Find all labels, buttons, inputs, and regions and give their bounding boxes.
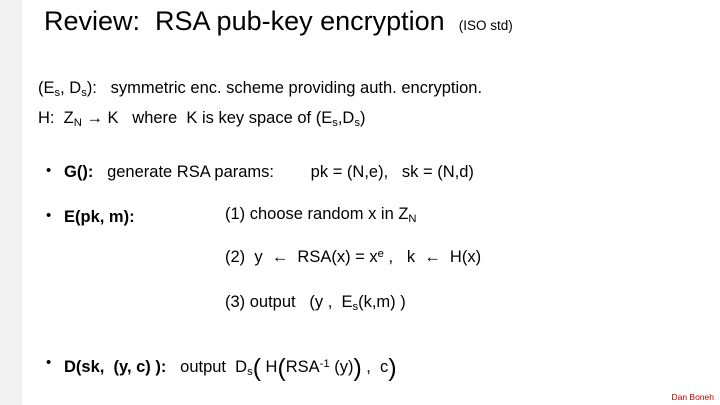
bullet-encrypt: E(pk, m): <box>38 204 135 229</box>
title-note: (ISO std) <box>458 18 513 33</box>
encrypt-step2-sup: e <box>377 248 384 260</box>
encrypt-step-3: (3) output (y , Es(k,m) ) <box>225 293 406 313</box>
page-title: Review: RSA pub-key encryption <box>44 6 445 36</box>
intro-line1-c: ): symmetric enc. scheme providing auth.… <box>86 79 483 97</box>
intro-line1-sub1: s <box>54 87 61 100</box>
decrypt-a: output D <box>166 358 248 377</box>
decrypt-sub: s <box>247 366 253 379</box>
intro-line1-sub2: s <box>81 87 87 100</box>
bullet-decrypt-label: D(sk, (y, c) ): <box>64 358 167 377</box>
encrypt-step2-b: , k ← H(x) <box>383 248 482 267</box>
bullet-keygen: G(): generate RSA params: pk = (N,e), sk… <box>38 159 474 184</box>
encrypt-step3-b: (k,m) ) <box>358 293 406 311</box>
intro-line-1: (Es, Ds): symmetric enc. scheme providin… <box>38 76 482 106</box>
intro-line2-b: → K where K is key space of (E <box>81 109 333 128</box>
encrypt-step2-a: (2) y ← RSA(x) = x <box>225 248 378 267</box>
encrypt-step3-sub: s <box>352 301 359 314</box>
left-accent-bar <box>0 0 22 405</box>
decrypt-paren2-open: ( <box>277 355 286 382</box>
encrypt-step-1: (1) choose random x in ZN <box>225 205 417 225</box>
intro-line2-a: H: Z <box>38 109 74 128</box>
bullet-decrypt-text: D(sk, (y, c) ): output Ds( H(RSA-1 (y)) … <box>38 351 397 384</box>
decrypt-paren2-close: ) <box>353 355 362 382</box>
bullet-encrypt-label-row: E(pk, m): <box>38 204 135 229</box>
decrypt-paren-close: ) <box>388 355 397 382</box>
intro-line2-c: ,D <box>337 109 355 128</box>
decrypt-e: , c <box>361 358 389 377</box>
encrypt-step1-sub: N <box>408 213 417 226</box>
encrypt-step1-a: (1) choose random x in Z <box>225 205 409 223</box>
author-footer: Dan Boneh <box>671 392 714 402</box>
bullet-decrypt: D(sk, (y, c) ): output Ds( H(RSA-1 (y)) … <box>38 351 397 384</box>
intro-line-2: H: ZN → K where K is key space of (Es,Ds… <box>38 106 482 136</box>
bullet-keygen-text: G(): generate RSA params: pk = (N,e), sk… <box>38 159 474 184</box>
intro-line2-sub2: s <box>332 117 338 130</box>
decrypt-b: H <box>260 358 278 377</box>
bullet-encrypt-label: E(pk, m): <box>64 208 135 226</box>
intro-line2-d: ) <box>359 109 366 128</box>
bullet-keygen-body: generate RSA params: pk = (N,e), sk = (N… <box>93 163 474 181</box>
decrypt-d: (y) <box>329 358 354 377</box>
intro-line2-sub3: s <box>354 117 360 130</box>
decrypt-c: RSA <box>285 358 320 377</box>
title-row: Review: RSA pub-key encryption (ISO std) <box>44 4 704 38</box>
decrypt-sup: -1 <box>319 358 330 370</box>
intro-line2-sub: N <box>73 117 82 130</box>
encrypt-step-2: (2) y ← RSA(x) = xe , k ← H(x) <box>225 248 481 267</box>
intro-line1-b: , D <box>60 79 82 97</box>
encrypt-step3-a: (3) output (y , E <box>225 293 353 311</box>
intro-line1-a: (E <box>38 79 55 97</box>
bullet-keygen-label: G(): <box>64 163 94 181</box>
decrypt-paren-open: ( <box>252 355 261 382</box>
intro-paragraph: (Es, Ds): symmetric enc. scheme providin… <box>38 76 482 136</box>
